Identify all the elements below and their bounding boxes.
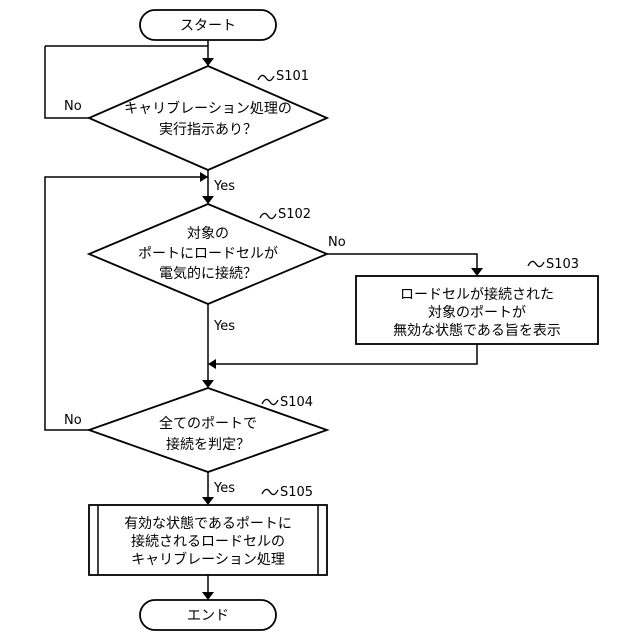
decision-s104: 全てのポートで 接続を判定？ S104 xyxy=(89,388,327,472)
s102-no-label: No xyxy=(328,235,346,250)
s102-step-label: S102 xyxy=(278,207,311,222)
s104-no-label: No xyxy=(64,413,82,428)
s101-yes-label: Yes xyxy=(213,179,235,194)
s104-line-2: 接続を判定？ xyxy=(166,436,250,453)
start-terminal: スタート xyxy=(140,10,276,40)
s103-line-3: 無効な状態である旨を表示 xyxy=(393,323,561,339)
s105-line-3: キャリブレーション処理 xyxy=(131,551,285,568)
s103-step-label: S103 xyxy=(546,257,579,272)
s101-line-1: キャリブレーション処理の xyxy=(124,100,292,117)
s104-step-label: S104 xyxy=(280,395,313,410)
s104-line-1: 全てのポートで xyxy=(159,415,257,432)
s105-line-1: 有効な状態であるポートに xyxy=(124,516,292,532)
end-label: エンド xyxy=(187,608,229,624)
s101-no-label: No xyxy=(64,99,82,114)
s105-line-2: 接続されるロードセルの xyxy=(131,533,285,550)
s105-step-label: S105 xyxy=(280,485,313,500)
s101-line-2: 実行指示あり？ xyxy=(159,122,257,138)
decision-s102: 対象の ポートにロードセルが 電気的に接続？ S102 xyxy=(89,204,327,304)
decision-s101: キャリブレーション処理の 実行指示あり？ S101 xyxy=(89,66,327,170)
s102-line-1: 対象の xyxy=(187,226,229,242)
s101-step-label: S101 xyxy=(276,69,309,84)
start-label: スタート xyxy=(180,18,236,34)
s103-line-1: ロードセルが接続された xyxy=(400,286,554,303)
s102-yes-label: Yes xyxy=(213,319,235,334)
s103-line-2: 対象のポートが xyxy=(428,305,526,321)
s102-line-3: 電気的に接続？ xyxy=(159,265,257,282)
s104-yes-label: Yes xyxy=(213,481,235,496)
s102-line-2: ポートにロードセルが xyxy=(138,246,278,262)
end-terminal: エンド xyxy=(140,600,276,630)
